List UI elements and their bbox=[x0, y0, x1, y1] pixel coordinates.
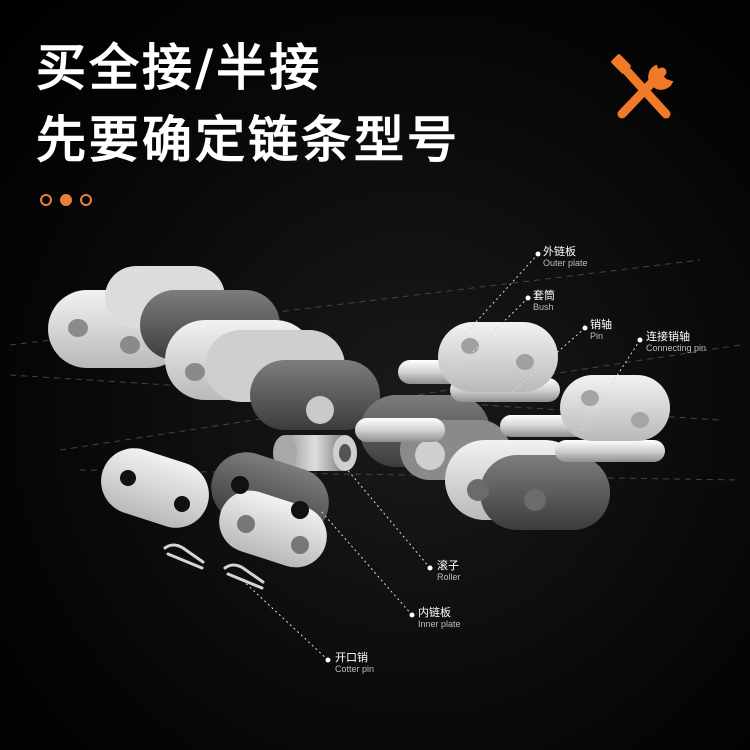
label-anchor-dots bbox=[325, 251, 643, 663]
inner-plate-assembled bbox=[140, 290, 380, 430]
label-pin-en: Pin bbox=[590, 331, 604, 341]
label-inner-plate: 内链板 Inner plate bbox=[418, 606, 461, 630]
carousel-indicator bbox=[40, 194, 92, 206]
middle-link-assembly bbox=[355, 395, 610, 530]
indicator-dot-3 bbox=[80, 194, 92, 206]
cotter-pins bbox=[163, 543, 265, 590]
indicator-dot-2-active bbox=[60, 194, 72, 206]
label-outer-plate-zh: 外链板 bbox=[543, 245, 576, 258]
label-roller-en: Roller bbox=[437, 572, 461, 582]
headline-line-2: 先要确定链条型号 bbox=[36, 111, 460, 169]
label-pin: 销轴 Pin bbox=[590, 318, 612, 342]
label-leader-lines bbox=[239, 253, 641, 661]
label-inner-plate-zh: 内链板 bbox=[418, 606, 451, 619]
wrench-screwdriver-icon bbox=[611, 54, 674, 119]
label-bush-zh: 套筒 bbox=[533, 289, 555, 302]
label-cotter-pin-en: Cotter pin bbox=[335, 664, 375, 674]
label-roller-zh: 滚子 bbox=[437, 559, 459, 572]
connecting-pin-plate bbox=[500, 375, 670, 462]
outer-plate-with-pins bbox=[398, 322, 560, 402]
label-connecting-pin-zh: 连接销轴 bbox=[646, 330, 690, 343]
assembled-chain bbox=[48, 266, 380, 430]
label-pin-zh: 销轴 bbox=[590, 318, 612, 331]
label-connecting-pin-en: Connecting pin bbox=[646, 343, 707, 353]
label-cotter-pin-zh: 开口销 bbox=[335, 651, 368, 664]
label-cotter-pin: 开口销 Cotter pin bbox=[335, 651, 374, 675]
label-bush-en: Bush bbox=[533, 302, 554, 312]
label-outer-plate-en: Outer plate bbox=[543, 258, 588, 268]
label-bush: 套筒 Bush bbox=[533, 289, 555, 313]
headline-line-1: 买全接/半接 bbox=[36, 39, 323, 97]
label-connecting-pin: 连接销轴 Connecting pin bbox=[646, 330, 706, 354]
label-inner-plate-en: Inner plate bbox=[418, 619, 461, 629]
label-outer-plate: 外链板 Outer plate bbox=[543, 245, 588, 269]
label-roller: 滚子 Roller bbox=[437, 559, 461, 583]
loose-inner-plate bbox=[211, 452, 329, 568]
indicator-dot-1 bbox=[40, 194, 52, 206]
loose-outer-plate bbox=[101, 448, 209, 528]
